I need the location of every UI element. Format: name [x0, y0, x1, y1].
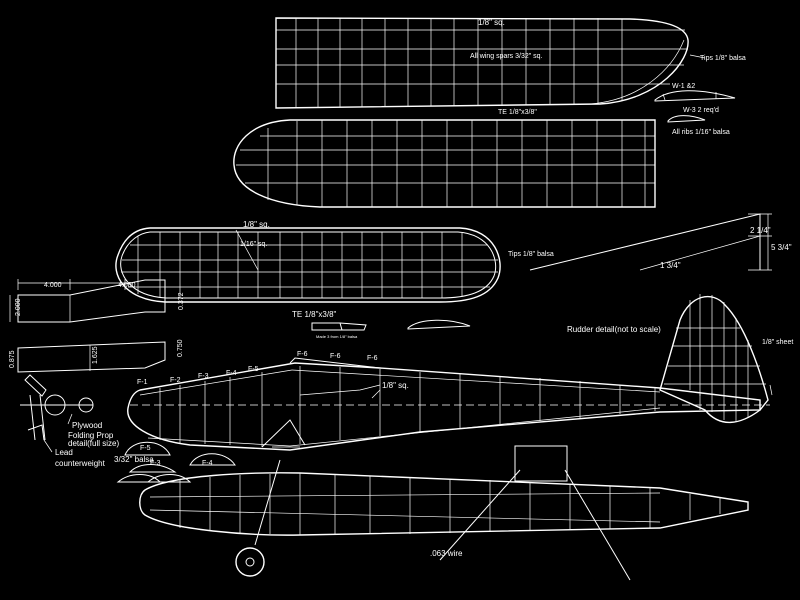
folding-prop-label: Folding Prop — [68, 431, 114, 440]
wire-label: .063 wire — [430, 549, 463, 558]
stab-inner-label: 1/16" sq. — [240, 241, 267, 248]
w3-label: W-3 2 req'd — [683, 107, 719, 114]
stab-sq-label: 1/8" sq. — [243, 220, 270, 229]
former-f5-low: F-5 — [140, 445, 151, 452]
fuselage-side-view — [127, 357, 770, 451]
wing-spars-label: All wing spars 3/32" sq. — [470, 53, 543, 60]
wing-rib-notes: Tips 1/8" balsa W-1 &2 W-3 2 req'd All r… — [654, 54, 746, 136]
detail-full-label: detail(full size) — [68, 439, 119, 448]
dim-1625: 1.625 — [92, 346, 99, 364]
f1-label: F-1 — [137, 379, 148, 386]
fuselage-side-template: 0.875 1.625 0.750 — [9, 339, 184, 373]
f6a-label: F-6 — [297, 351, 308, 358]
sheet-label: 1/8" sheet — [762, 339, 793, 346]
fus-sq-label: 1/8" sq. — [382, 381, 409, 390]
dim-0750: 0.750 — [177, 339, 184, 357]
f6b-label: F-6 — [330, 353, 341, 360]
rudder-detail: 2 1/4" 5 3/4" 1 3/4" Rudder detail(not t… — [529, 213, 792, 334]
fuselage-top-template: 4.000 4.000 2.000 0.372 — [9, 279, 185, 323]
stab-tips-label: Tips 1/8" balsa — [508, 251, 554, 258]
tail-fin: 1/8" sheet — [659, 294, 793, 424]
former-labels: F-1 F-2 F-3 F-4 F-5 F-6 F-6 F-6 1/8" sq. — [137, 351, 409, 399]
fuselage-top-view — [139, 472, 749, 536]
balsa-label: 3/32" balsa — [114, 455, 154, 464]
scale-note: Made 3 from 1/8" balsa — [316, 334, 358, 339]
counterweight-label: counterweight — [55, 459, 106, 468]
te-stab-label: TE 1/8"x3/8" — [292, 310, 337, 319]
f3-label: F-3 — [198, 373, 209, 380]
dim-4000-b: 4.000 — [118, 282, 136, 289]
lead-label: Lead — [55, 448, 73, 457]
former-f4-low: F-4 — [202, 460, 213, 467]
f6c-label: F-6 — [367, 355, 378, 362]
dim-4000-a: 4.000 — [44, 282, 62, 289]
landing-gear: .063 wire — [235, 445, 631, 581]
dim-0875: 0.875 — [9, 350, 16, 368]
wing-plan-view — [233, 119, 656, 208]
plywood-label: Plywood — [72, 421, 102, 430]
w1-label: W-1 &2 — [672, 83, 695, 90]
f5-label: F-5 — [248, 366, 259, 373]
ribs-label: All ribs 1/16" balsa — [672, 129, 730, 136]
formers: F-5 F-3 F-4 3/32" balsa — [114, 441, 236, 483]
dim-1-3-4: 1 3/4" — [660, 261, 681, 270]
stabilizer-plan: 1/8" sq. 1/16" sq. Tips 1/8" balsa TE 1/… — [115, 220, 554, 319]
wing-top-sq-label: 1/8" sq. — [478, 18, 505, 27]
te-top-label: TE 1/8"x3/8" — [498, 109, 537, 116]
dim-2-1-4: 2 1/4" — [750, 226, 771, 235]
former-f3-low: F-3 — [150, 460, 161, 467]
small-parts: Made 3 from 1/8" balsa — [311, 319, 471, 339]
dim-5-3-4: 5 3/4" — [771, 243, 792, 252]
dim-2000: 2.000 — [15, 298, 22, 316]
f2-label: F-2 — [170, 377, 181, 384]
wing-panel-top: 1/8" sq. All wing spars 3/32" sq. TE 1/8… — [275, 17, 689, 116]
dim-0372: 0.372 — [178, 292, 185, 310]
f4-label: F-4 — [226, 370, 237, 377]
prop-detail: Plywood Folding Prop detail(full size) L… — [20, 374, 119, 468]
tips-label: Tips 1/8" balsa — [700, 55, 746, 62]
rudder-detail-label: Rudder detail(not to scale) — [567, 325, 661, 334]
